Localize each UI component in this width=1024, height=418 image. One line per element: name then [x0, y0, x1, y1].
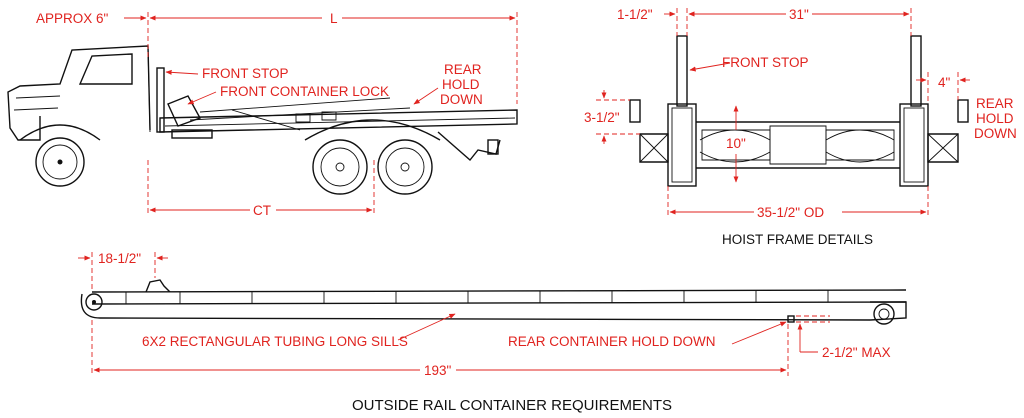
main-caption: OUTSIDE RAIL CONTAINER REQUIREMENTS — [352, 397, 672, 414]
rear-hold-line-3: DOWN — [440, 92, 483, 107]
dim-3-1-2-label: 3-1/2" — [584, 110, 620, 125]
front-stop-label: FRONT STOP — [202, 66, 289, 81]
hoist-dimensions — [596, 8, 970, 218]
rear-hold-line-2: HOLD — [442, 77, 480, 92]
truck-dimensions — [124, 12, 518, 216]
rear-hold-line-1: REAR — [444, 62, 482, 77]
long-sills-label: 6X2 RECTANGULAR TUBING LONG SILLS — [142, 334, 408, 349]
dim-2-1-2-max-label: 2-1/2" MAX — [822, 345, 891, 360]
dim-35-1-2-od-label: 35-1/2" OD — [757, 205, 824, 220]
hoist-rear-line-1: REAR — [976, 96, 1014, 111]
truck-side-view — [7, 45, 518, 195]
dim-4-label: 4" — [938, 75, 951, 90]
front-container-lock-label: FRONT CONTAINER LOCK — [220, 84, 389, 99]
ct-label: CT — [253, 203, 271, 218]
rear-container-hold-down-label: REAR CONTAINER HOLD DOWN — [508, 334, 716, 349]
dim-1-1-2-label: 1-1/2" — [617, 7, 653, 22]
hoist-rear-line-3: DOWN — [974, 126, 1017, 141]
hoist-frame-caption: HOIST FRAME DETAILS — [722, 232, 873, 247]
container-side-view — [80, 279, 907, 325]
hoist-front-stop-label: FRONT STOP — [722, 55, 809, 70]
container-dimensions — [78, 252, 830, 376]
dim-193-label: 193" — [424, 363, 452, 378]
dim-31-label: 31" — [789, 7, 809, 22]
dim-10-label: 10" — [726, 136, 746, 151]
hoist-frame-view — [629, 35, 969, 187]
dim-18-1-2-label: 18-1/2" — [98, 251, 141, 266]
hoist-rear-line-2: HOLD — [976, 111, 1014, 126]
approx-6-label: APPROX 6" — [36, 11, 109, 26]
length-label: L — [330, 11, 338, 26]
